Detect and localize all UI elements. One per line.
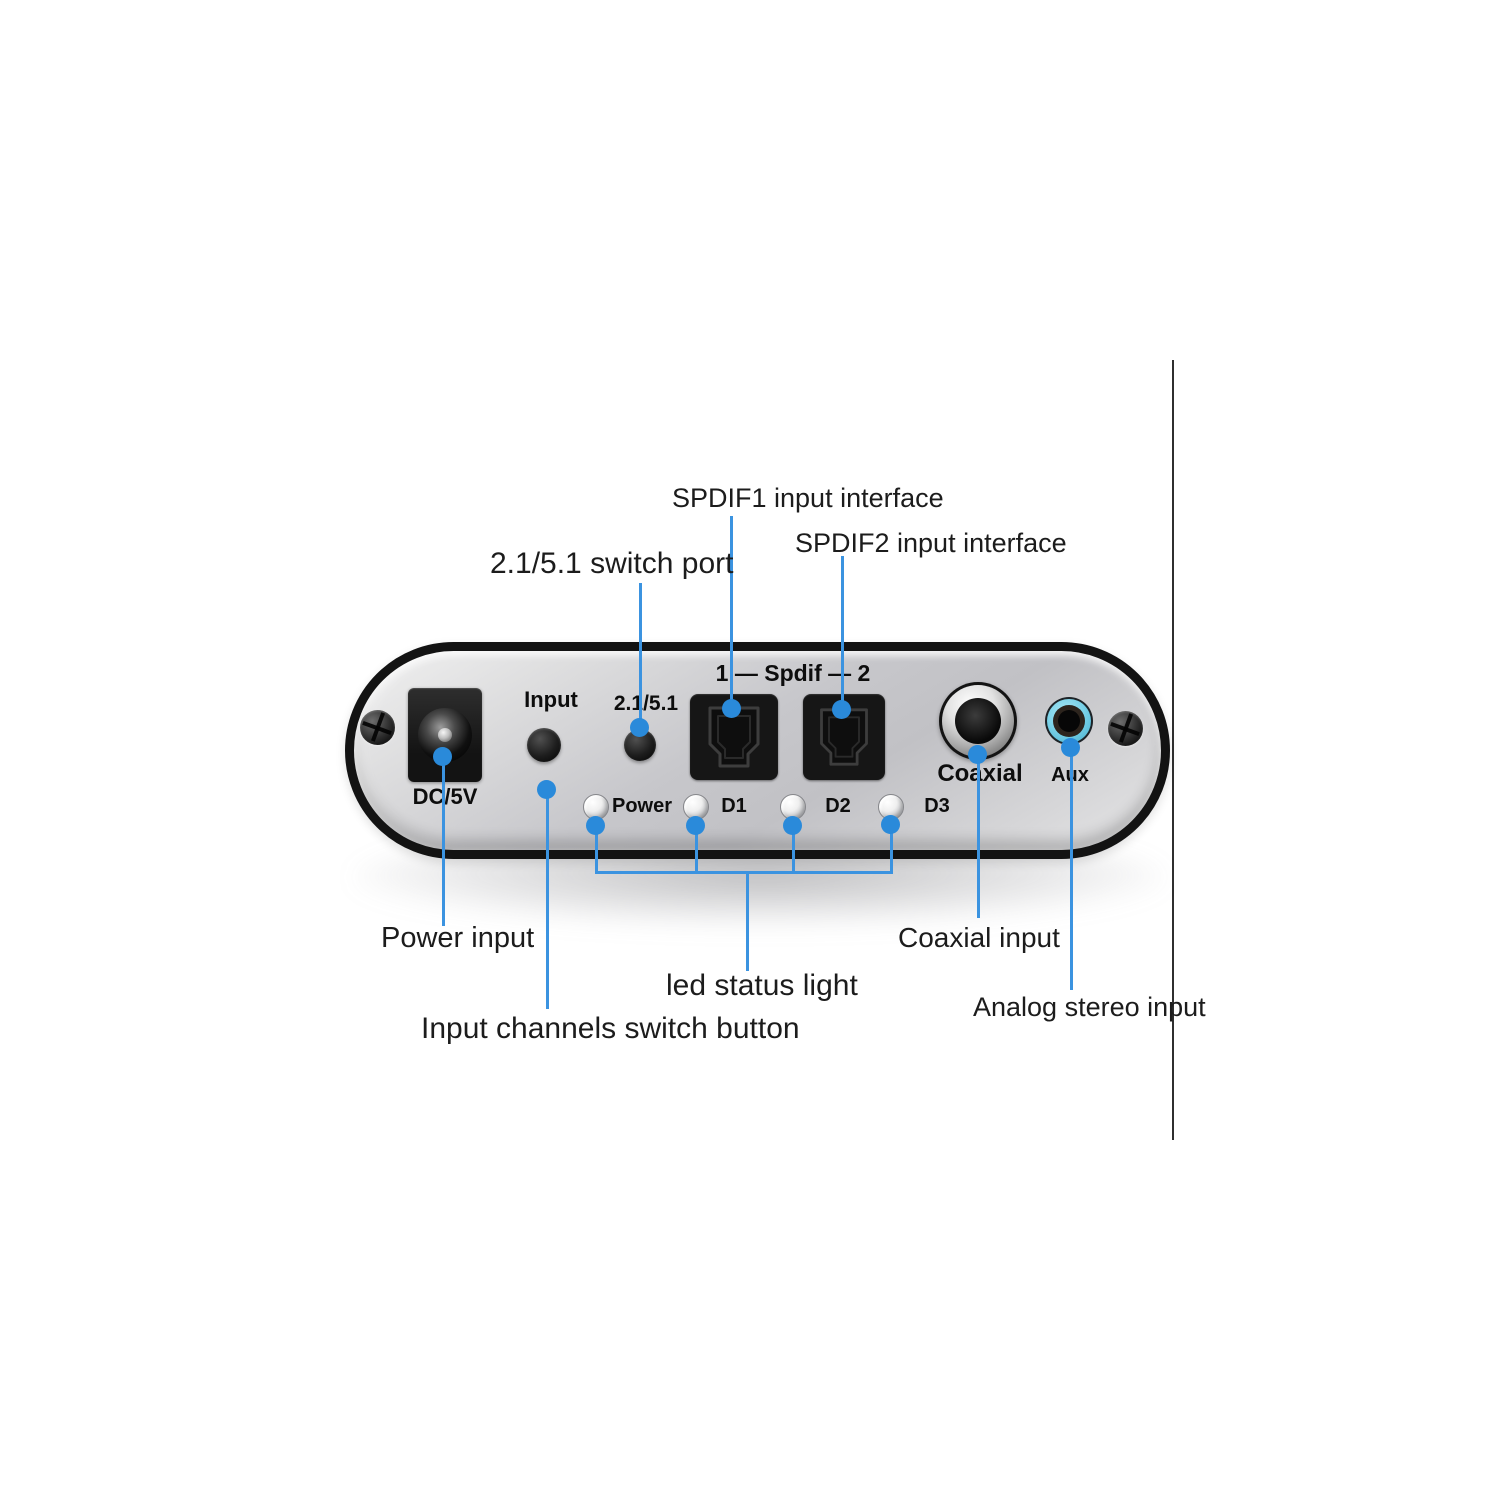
screw-icon-left <box>360 710 395 745</box>
callout-dot-input-button <box>537 780 556 799</box>
d1-led <box>683 794 709 820</box>
d3-led <box>878 794 904 820</box>
d2-led <box>780 794 806 820</box>
dc-jack-pin <box>438 728 452 742</box>
scan-artifact-line <box>1172 360 1174 1140</box>
input-channels-button <box>527 728 561 762</box>
callout-line-spdif1 <box>730 516 733 709</box>
callout-line-spdif2 <box>841 556 844 709</box>
callout-dot-coaxial <box>968 745 987 764</box>
callout-dot-power-input <box>433 747 452 766</box>
toslink-opening-icon <box>708 706 760 768</box>
callout-line-led-d3 <box>890 825 893 873</box>
callout-dot-spdif1 <box>722 699 741 718</box>
callout-dot-led-d3 <box>881 815 900 834</box>
callout-label-analog-stereo: Analog stereo input <box>973 992 1206 1022</box>
callout-line-led-d2 <box>792 827 795 873</box>
callout-dot-spdif2 <box>832 700 851 719</box>
callout-line-led-d1 <box>695 827 698 873</box>
dc-power-jack <box>408 688 482 782</box>
callout-dot-aux <box>1061 738 1080 757</box>
d3-led-label: D3 <box>924 795 950 817</box>
callout-dot-led-d1 <box>686 816 705 835</box>
callout-label-coaxial-input: Coaxial input <box>898 922 1060 953</box>
coaxial-port-label: Coaxial <box>937 760 1023 787</box>
screw-icon-right <box>1108 711 1143 746</box>
callout-line-switch <box>639 583 642 729</box>
callout-line-led-status <box>746 872 749 971</box>
toslink-opening-icon <box>820 708 868 766</box>
callout-line-aux <box>1070 746 1073 990</box>
callout-line-coaxial <box>977 754 980 918</box>
callout-line-led-bracket <box>595 871 893 874</box>
callout-line-power-input <box>442 756 445 926</box>
callout-label-switch: 2.1/5.1 switch port <box>490 547 734 580</box>
callout-label-spdif2: SPDIF2 input interface <box>795 528 1067 558</box>
callout-dot-switch <box>630 718 649 737</box>
callout-dot-led-d2 <box>783 816 802 835</box>
spdif-group-label: 1 — Spdif — 2 <box>715 660 871 686</box>
callout-line-led-power <box>595 827 598 873</box>
spdif2-toslink-port <box>803 694 885 780</box>
d2-led-label: D2 <box>825 795 851 817</box>
power-led-label: Power <box>611 795 673 817</box>
callout-label-led-status: led status light <box>666 969 858 1002</box>
aux-port-label: Aux <box>1044 764 1096 787</box>
callout-dot-led-power <box>586 816 605 835</box>
input-button-label: Input <box>524 687 578 712</box>
dc-jack-label: DC/5V <box>404 784 486 810</box>
aux-center-hole <box>1058 710 1080 732</box>
callout-label-input-channels: Input channels switch button <box>421 1012 800 1045</box>
d1-led-label: D1 <box>721 795 747 817</box>
callout-label-spdif1: SPDIF1 input interface <box>672 483 944 513</box>
callout-line-input-button <box>546 788 549 1009</box>
coaxial-center-hole <box>955 698 1001 744</box>
callout-label-power-input: Power input <box>381 922 535 954</box>
switch-button-label: 2.1/5.1 <box>613 692 679 715</box>
aux-35mm-port <box>1045 697 1093 745</box>
spdif1-toslink-port <box>690 694 778 780</box>
